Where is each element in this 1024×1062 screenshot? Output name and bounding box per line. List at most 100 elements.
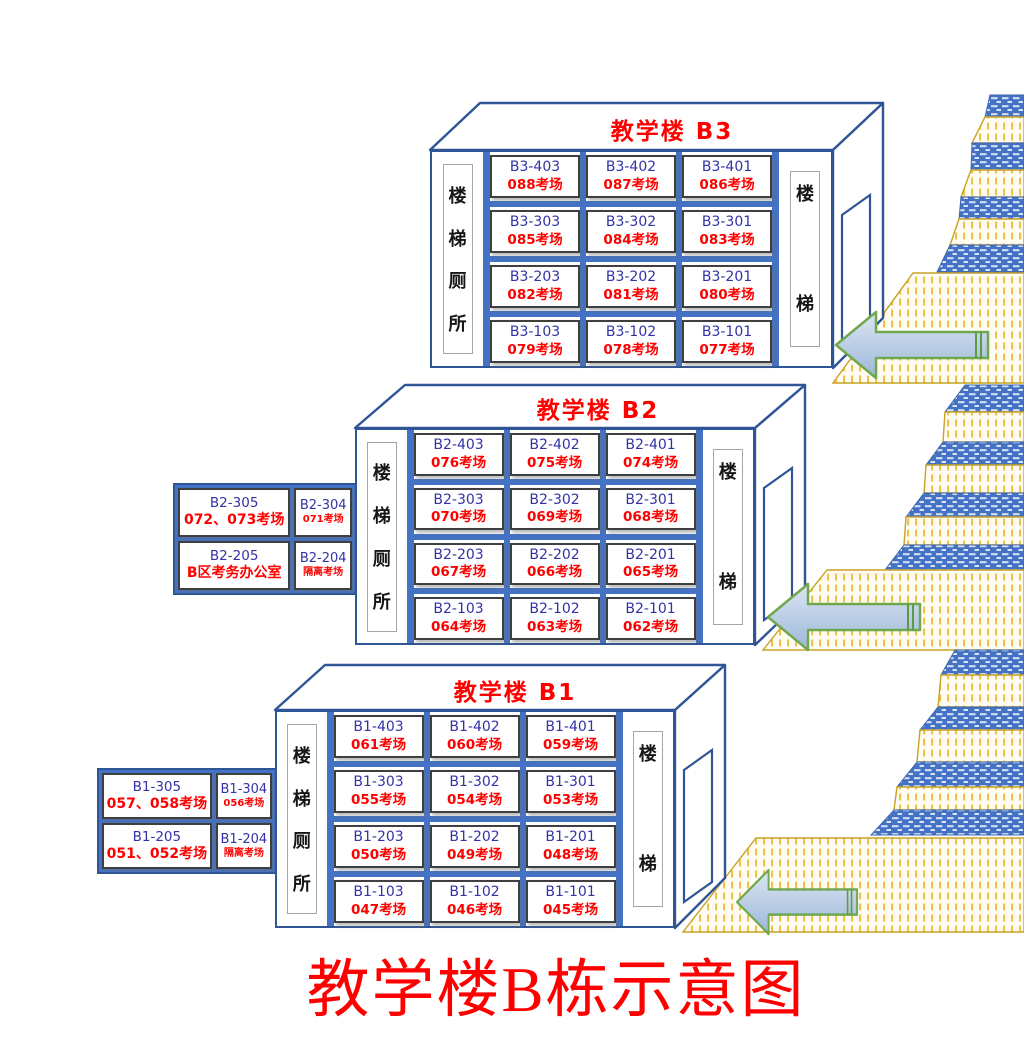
landing-b1 [681,837,1024,933]
stairs-column: 楼梯 [622,712,673,926]
exam-room-label: 066考场 [526,564,583,581]
label-char: 梯 [718,571,737,593]
room-number: B2-401 [625,437,676,454]
exam-room-label: 062考场 [622,618,679,635]
room-number: B2-304 [299,498,347,514]
label-char: 梯 [292,788,311,810]
exam-room-label: 056考场 [223,797,265,809]
exam-room-label: 074考场 [622,454,679,471]
exam-room-label: 063考场 [526,618,583,635]
exam-room-label: 071考场 [302,514,344,526]
exam-room-label: 隔离考场 [223,847,264,859]
exam-room-label: 隔离考场 [303,567,344,579]
exam-room-label: 086考场 [699,176,755,193]
room-number: B1-304 [220,781,268,797]
room-number: B2-102 [529,601,580,618]
room-number: B1-204 [220,831,268,847]
stairs-label: 楼梯 [790,171,820,347]
room-number: B1-305 [132,778,182,795]
building-b2-title: 教学楼 B2 [536,398,660,424]
exam-room-label: 077考场 [699,341,755,358]
room-number: B3-103 [509,324,561,341]
stairs-toilet-column: 楼梯厕所 [277,712,327,926]
exam-room-label: 072、073考场 [183,512,285,529]
label-char: 梯 [796,294,814,315]
building-b1-door [682,747,714,905]
exam-room-label: 084考场 [603,231,659,248]
label-char: 梯 [638,854,657,875]
room-number: B3-403 [509,159,561,176]
room-number: B1-403 [353,719,404,736]
stairs-toilet-label: 楼梯厕所 [286,724,317,914]
stairs-label: 楼梯 [712,448,743,625]
exam-room-label: 070考场 [430,509,487,526]
stairs-column: 楼梯 [702,430,753,643]
building-b3-title: 教学楼 B3 [610,119,734,145]
exam-room-label: 083考场 [699,231,755,248]
exam-room-label: 046考场 [446,901,503,918]
label-char: 所 [372,591,391,613]
stairs-toilet-column: 楼梯厕所 [432,152,484,366]
room-number: B3-202 [605,269,657,286]
room-number: B3-402 [605,159,657,176]
building-b1-shell [273,663,727,930]
stairs-column: 楼梯 [779,152,831,366]
room-number: B1-301 [545,774,596,791]
room-number: B2-402 [529,437,580,454]
room-number: B1-203 [353,829,404,846]
room-number: B2-403 [433,437,484,454]
room-number: B1-205 [132,828,182,845]
stairs-toilet-column: 楼梯厕所 [357,430,407,643]
room-number: B3-401 [701,159,753,176]
room-number: B1-303 [353,774,404,791]
diagram-title: 教学楼B栋示意图 [306,955,806,1025]
label-char: 梯 [372,506,391,528]
room-number: B3-302 [605,214,657,231]
exam-room-label: 060考场 [446,736,503,753]
stairs-label: 楼梯 [632,731,663,907]
room-number: B1-101 [545,884,596,901]
exam-room-label: 049考场 [446,846,503,863]
room-number: B3-102 [605,324,657,341]
